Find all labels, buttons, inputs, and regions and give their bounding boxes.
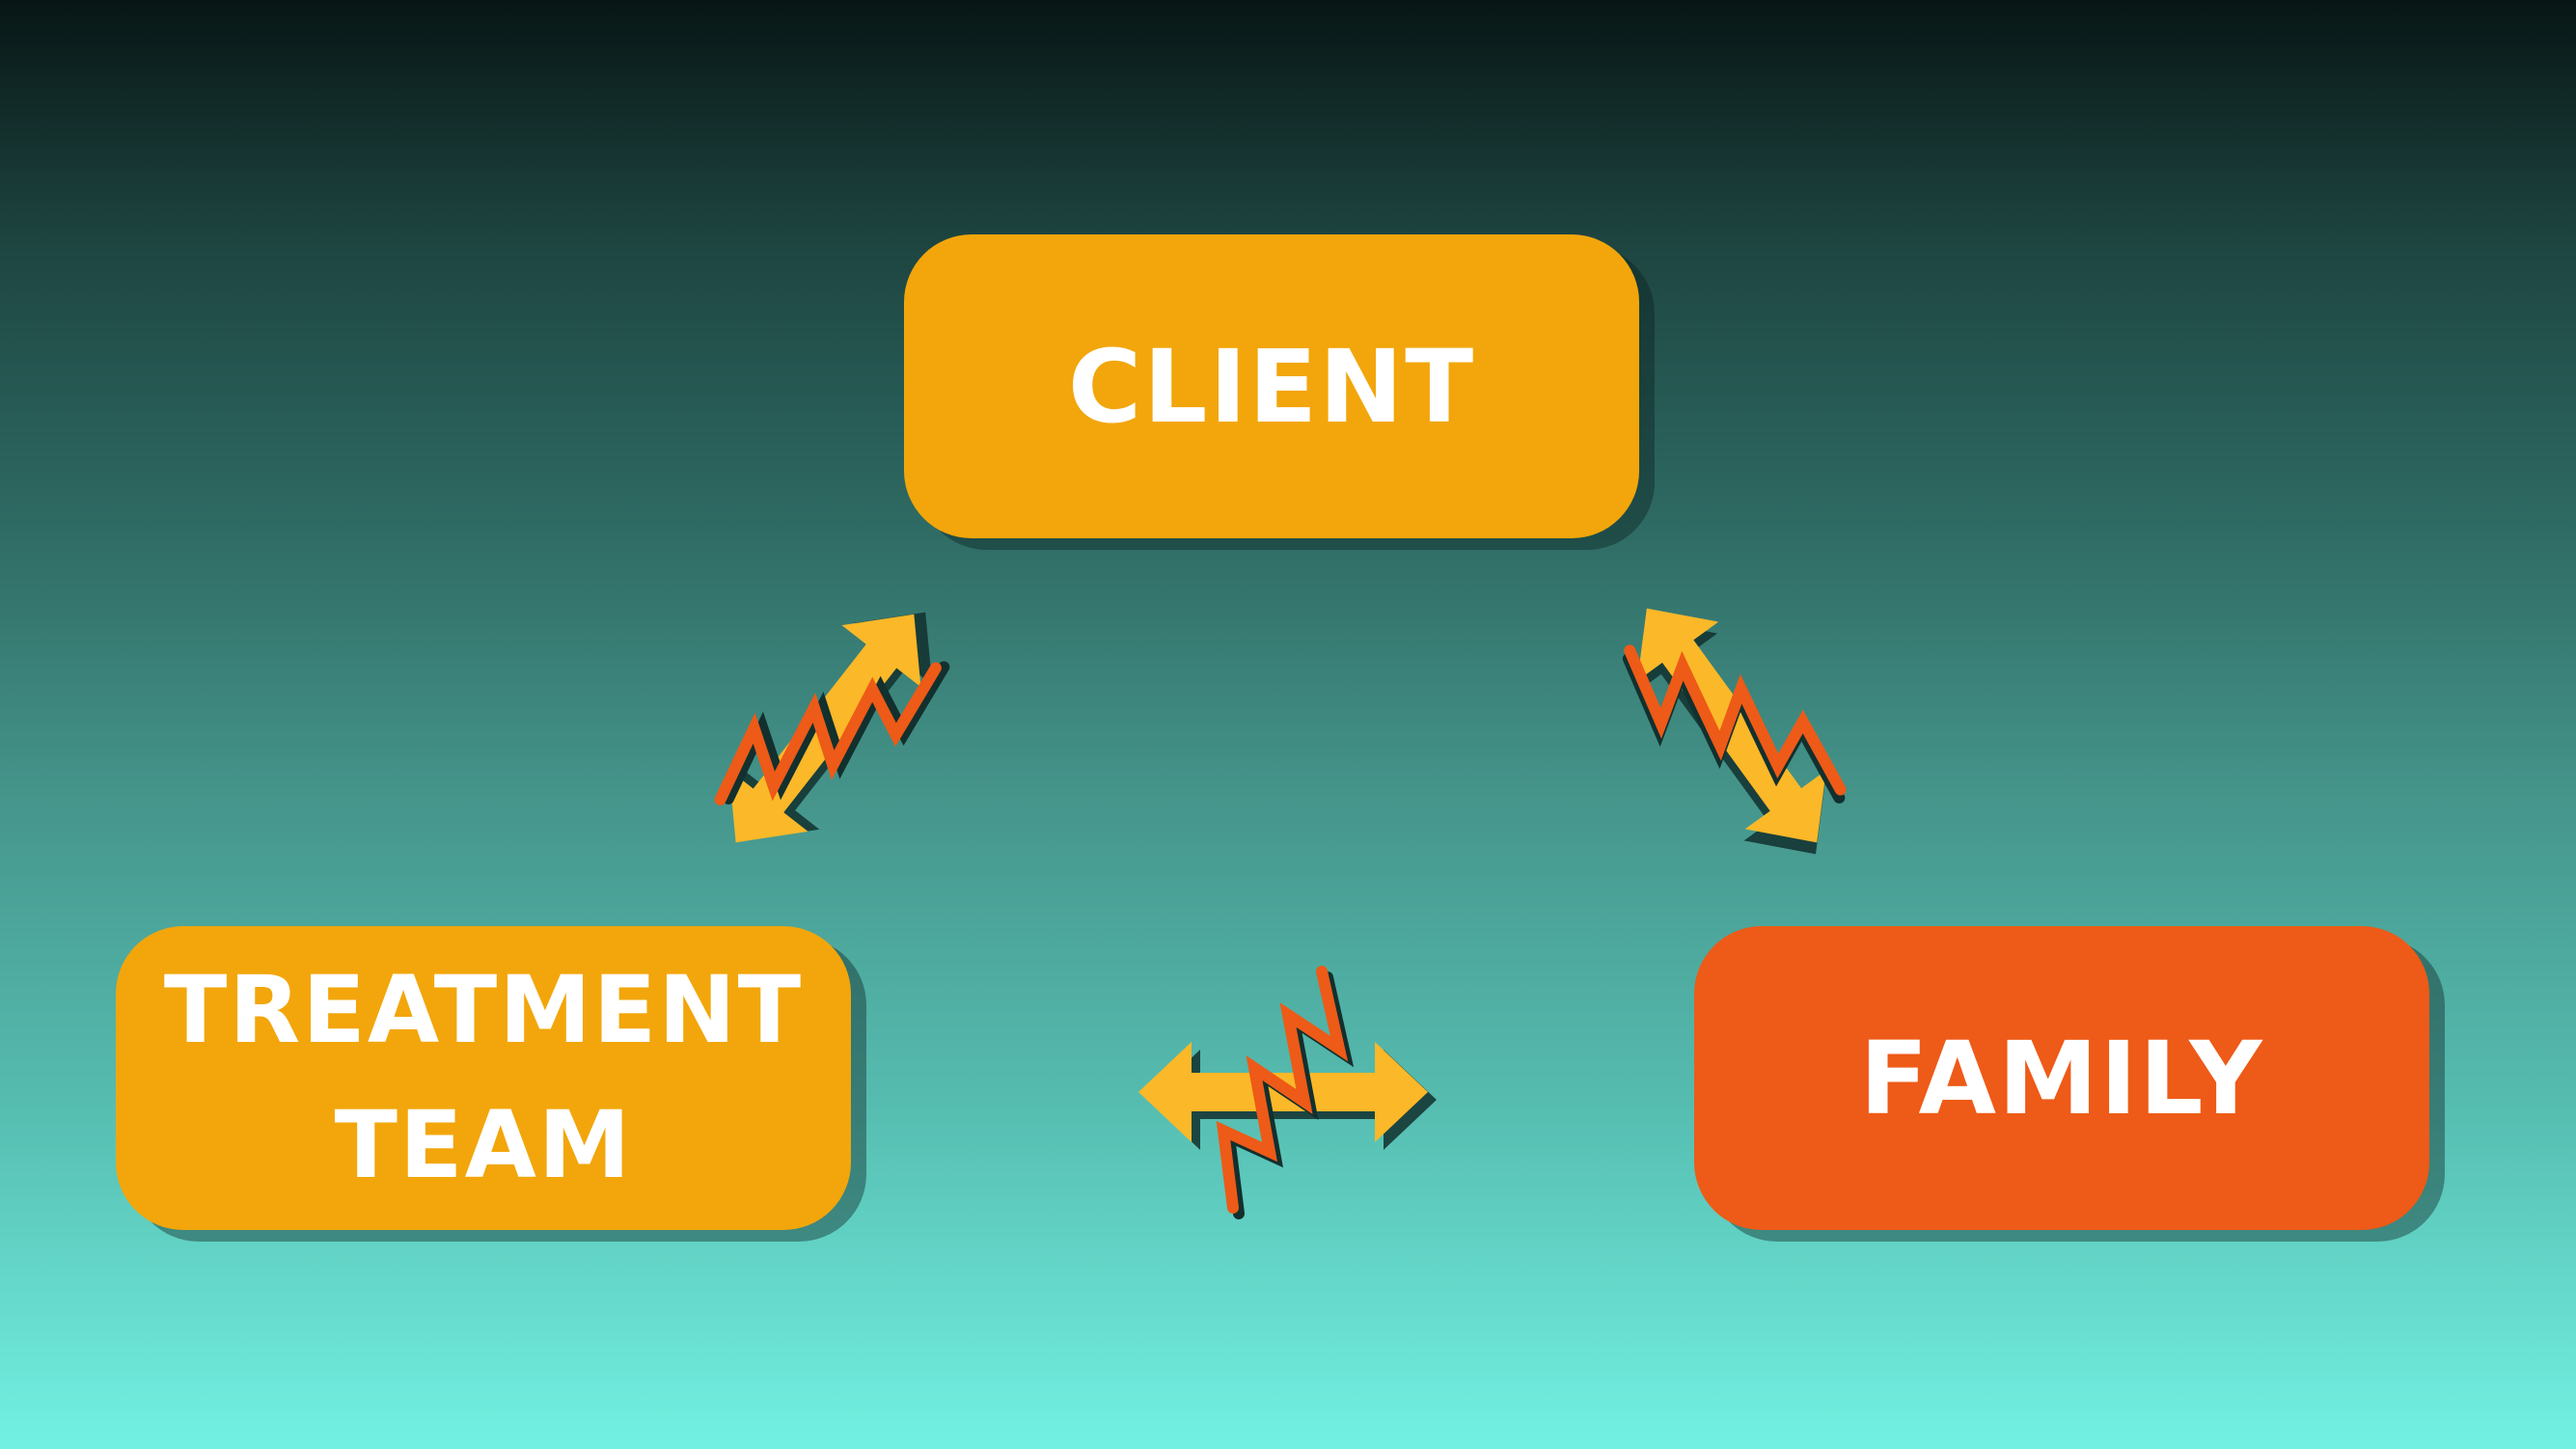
client-label: CLIENT	[1067, 327, 1476, 446]
family-node: FAMILY	[1694, 926, 2429, 1230]
treatment-team-node: TREATMENT TEAM	[116, 926, 851, 1230]
treatment-team-label: TREATMENT TEAM	[163, 956, 804, 1199]
client-treatment-team-link	[696, 581, 966, 874]
family-label: FAMILY	[1859, 1019, 2264, 1137]
client-node: CLIENT	[904, 234, 1639, 538]
treatment-team-family-link	[1138, 971, 1437, 1214]
client-family-link	[1604, 579, 1858, 884]
